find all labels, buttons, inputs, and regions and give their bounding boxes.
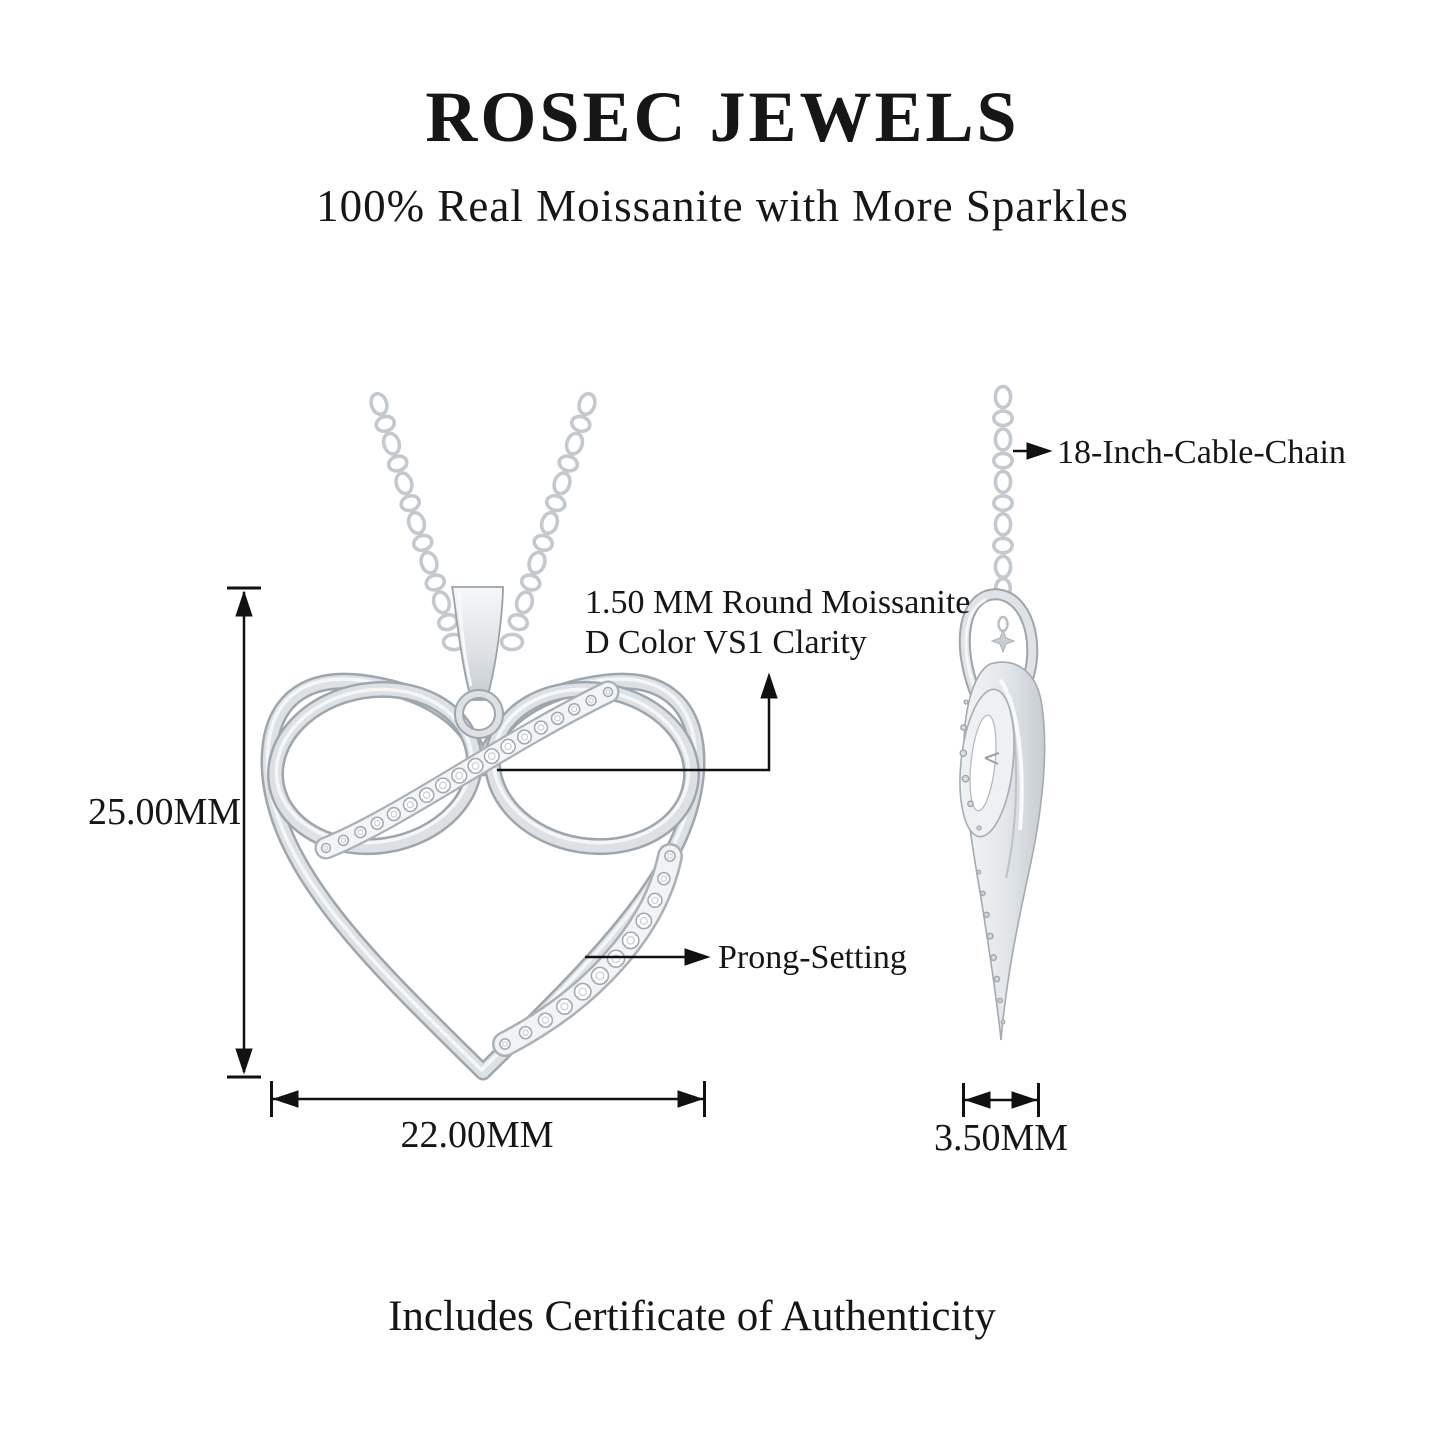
depth-dimension-line bbox=[962, 1083, 1040, 1117]
pendant-front-view bbox=[260, 586, 706, 1081]
arrow-right-icon bbox=[1026, 442, 1053, 460]
bail bbox=[450, 586, 504, 739]
stone-callout-line2: D Color VS1 Clarity bbox=[585, 624, 867, 661]
stone-callout-line1: 1.50 MM Round Moissanite bbox=[585, 584, 971, 621]
stone-leader-arrow bbox=[497, 672, 778, 772]
arrow-right-icon bbox=[1011, 1091, 1038, 1109]
width-dimension-label: 22.00MM bbox=[400, 1114, 554, 1156]
arrow-down-icon bbox=[235, 1048, 253, 1075]
side-stones bbox=[959, 699, 1006, 1025]
stone-callout: 1.50 MM Round Moissanite D Color VS1 Cla… bbox=[585, 583, 970, 663]
prong-leader-arrow bbox=[585, 948, 711, 966]
arrow-right-icon bbox=[677, 1090, 704, 1108]
arrow-left-icon bbox=[964, 1091, 991, 1109]
tagline: 100% Real Moissanite with More Sparkles bbox=[316, 181, 1129, 231]
cable-chain bbox=[369, 384, 1015, 652]
infinity-ribbon bbox=[266, 680, 701, 856]
chain-callout: 18-Inch-Cable-Chain bbox=[1057, 434, 1346, 471]
height-dimension-line bbox=[227, 586, 261, 1079]
brand-title: ROSEC JEWELS bbox=[425, 77, 1020, 157]
arrow-left-icon bbox=[272, 1090, 299, 1108]
prong-callout: Prong-Setting bbox=[718, 939, 907, 976]
certificate-note: Includes Certificate of Authenticity bbox=[388, 1293, 996, 1340]
arrow-up-icon bbox=[235, 590, 253, 617]
arrow-up-icon bbox=[760, 672, 778, 699]
side-bail-loop bbox=[958, 588, 1039, 702]
sparkle-icon bbox=[990, 628, 1016, 654]
arrow-right-icon bbox=[684, 948, 711, 966]
height-dimension-label: 25.00MM bbox=[88, 791, 242, 833]
pendant-side-view bbox=[958, 588, 1046, 1041]
chain-leader-arrow bbox=[1013, 442, 1053, 460]
moissanite-stones bbox=[320, 686, 676, 1050]
side-prong-hook bbox=[984, 752, 1000, 765]
depth-dimension-label: 3.50MM bbox=[933, 1117, 1069, 1159]
dimension-annotations bbox=[227, 442, 1053, 1117]
width-dimension-line bbox=[270, 1081, 706, 1117]
